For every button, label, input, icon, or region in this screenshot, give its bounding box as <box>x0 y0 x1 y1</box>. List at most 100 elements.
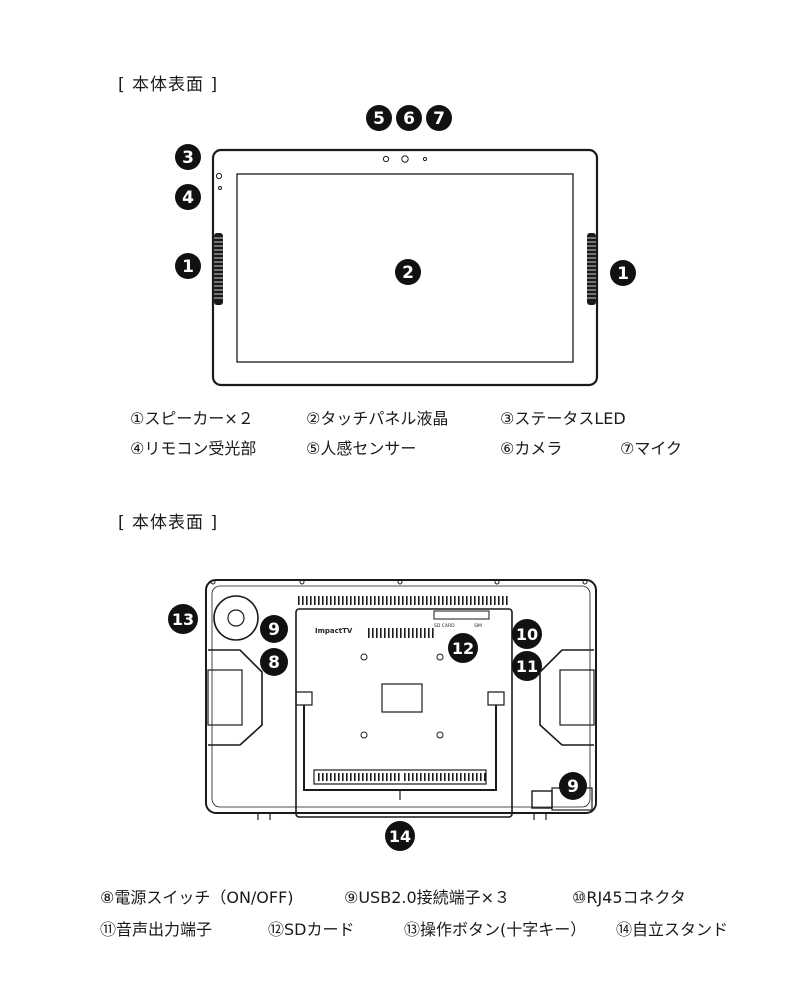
vent-slot <box>484 773 486 781</box>
vent-slot <box>440 773 442 781</box>
vent-slot <box>480 773 482 781</box>
vent-slot <box>392 628 394 638</box>
vent-slot <box>408 773 410 781</box>
vent-slot <box>406 596 408 605</box>
vent-slot <box>438 596 440 605</box>
svg-text:SIM: SIM <box>474 623 482 629</box>
vent-slot <box>458 596 460 605</box>
vent-slot <box>400 628 402 638</box>
remote-receiver-dot <box>218 186 222 190</box>
label-plate <box>381 683 423 713</box>
vent-slot <box>450 596 452 605</box>
svg-text:9: 9 <box>268 620 280 640</box>
vent-slot <box>476 773 478 781</box>
bottom-usb-port <box>531 790 553 809</box>
svg-text:6: 6 <box>403 109 415 129</box>
vent-slot <box>454 596 456 605</box>
front-device <box>211 148 599 387</box>
vent-slot <box>374 596 376 605</box>
legend-usb-ports: ⑨USB2.0接続端子×３ <box>344 888 511 907</box>
vent-slot <box>448 773 450 781</box>
svg-text:14: 14 <box>389 827 411 846</box>
vent-slot <box>390 596 392 605</box>
back-device <box>205 579 597 820</box>
vent-slot <box>506 596 508 605</box>
vent-slot <box>346 596 348 605</box>
callout-badge: 1 <box>175 253 201 279</box>
vent-slot <box>368 628 370 638</box>
vent-slots <box>298 596 508 781</box>
vent-slot <box>468 773 470 781</box>
callout-badge: 10 <box>512 619 542 649</box>
vent-slot <box>398 596 400 605</box>
legend-stand: ⑭自立スタンド <box>616 920 729 939</box>
vent-slot <box>358 773 360 781</box>
legend-power-switch: ⑧電源スイッチ（ON/OFF) <box>100 888 294 907</box>
back-section-title: [ 本体表面 ] <box>118 513 219 533</box>
vent-slot <box>322 773 324 781</box>
vent-slot <box>428 773 430 781</box>
vent-slot <box>326 596 328 605</box>
vent-slot <box>494 596 496 605</box>
vent-slot <box>338 596 340 605</box>
vent-slot <box>326 773 328 781</box>
vent-slot <box>486 596 488 605</box>
vent-slot <box>422 596 424 605</box>
vent-slot <box>358 596 360 605</box>
vent-slot <box>382 596 384 605</box>
vent-slot <box>490 596 492 605</box>
vent-slot <box>428 628 430 638</box>
callout-badge: 9 <box>559 772 587 800</box>
callout-badge: 14 <box>385 821 415 851</box>
callout-badge: 13 <box>168 604 198 634</box>
vent-slot <box>306 596 308 605</box>
vent-slot <box>478 596 480 605</box>
vent-slot <box>330 773 332 781</box>
vent-slot <box>342 596 344 605</box>
svg-text:11: 11 <box>516 657 538 676</box>
vent-slot <box>412 628 414 638</box>
legend-control-buttons: ⑬操作ボタン(十字キー） <box>404 920 587 939</box>
sd-card-slot <box>433 610 490 620</box>
vent-slot <box>498 596 500 605</box>
vent-slot <box>464 773 466 781</box>
speaker-left <box>214 233 223 305</box>
vent-slot <box>398 773 400 781</box>
vent-slot <box>424 773 426 781</box>
vent-slot <box>390 773 392 781</box>
vent-slot <box>394 596 396 605</box>
vent-slot <box>432 628 434 638</box>
vent-slot <box>354 773 356 781</box>
vent-slot <box>472 773 474 781</box>
vent-slot <box>462 596 464 605</box>
vent-slot <box>334 596 336 605</box>
legend-rj45: ⑩RJ45コネクタ <box>572 888 686 907</box>
vent-slot <box>410 596 412 605</box>
svg-text:8: 8 <box>268 653 280 673</box>
vent-slot <box>370 773 372 781</box>
svg-text:4: 4 <box>182 188 194 208</box>
vent-slot <box>330 596 332 605</box>
callout-badge: 1 <box>610 260 636 286</box>
callout-badge: 7 <box>426 105 452 131</box>
vent-slot <box>404 628 406 638</box>
mic-hole <box>422 156 428 162</box>
vent-slot <box>384 628 386 638</box>
legend-audio-out: ⑪音声出力端子 <box>100 920 213 939</box>
vent-slot <box>372 628 374 638</box>
back-housing <box>205 579 597 814</box>
vent-slot <box>298 596 300 605</box>
vent-slot <box>446 596 448 605</box>
vent-slot <box>386 596 388 605</box>
callout-badge: 4 <box>175 184 201 210</box>
vent-slot <box>350 596 352 605</box>
svg-text:7: 7 <box>433 109 445 129</box>
vent-slot <box>424 628 426 638</box>
legend-speaker: ①スピーカー×２ <box>130 409 254 428</box>
vent-slot <box>378 596 380 605</box>
vent-slot <box>366 596 368 605</box>
legend-remote-receiver: ④リモコン受光部 <box>130 439 257 458</box>
handle-pocket-right <box>539 649 594 746</box>
legend-camera: ⑥カメラ <box>500 439 563 458</box>
vent-slot <box>338 773 340 781</box>
